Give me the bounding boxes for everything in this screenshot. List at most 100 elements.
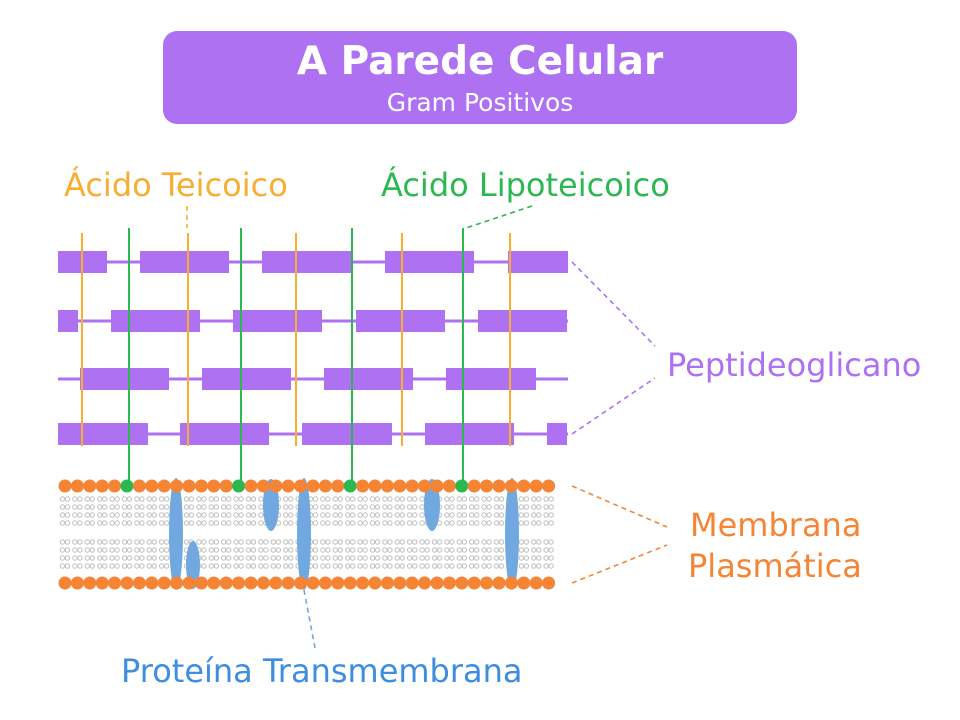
lipid-tail — [523, 504, 529, 510]
lipid-tail — [164, 512, 170, 518]
lipid-tail — [382, 539, 388, 545]
lipid-tail — [201, 547, 207, 553]
lipid-tail — [72, 520, 78, 526]
lipid-tail — [325, 563, 331, 569]
lipid-tail — [419, 512, 425, 518]
lipid-tail — [419, 563, 425, 569]
lipid-tail — [474, 555, 480, 561]
lipid-tail — [139, 504, 145, 510]
lipid-head — [504, 576, 518, 590]
lipid-tail — [196, 539, 202, 545]
lipid-tail — [59, 555, 66, 561]
lipid-tail — [288, 539, 294, 545]
lipid-tail — [531, 547, 537, 553]
lipid-tail — [362, 504, 368, 510]
lipid-head — [219, 479, 233, 493]
lipid-head — [356, 479, 370, 493]
lipid-tail — [548, 512, 554, 518]
lipid-tail — [288, 547, 294, 553]
transmembrane-proteins — [169, 478, 519, 590]
lipid-head — [455, 576, 469, 590]
lipid-tail — [245, 504, 252, 510]
lipid-tail — [444, 504, 450, 510]
lipid-head — [157, 576, 171, 590]
lipid-tail — [536, 496, 542, 502]
lipid-tail — [548, 555, 554, 561]
lipid-tail — [536, 539, 542, 545]
lipid-head — [108, 576, 122, 590]
lipid-tail — [233, 512, 239, 518]
lipid-tail — [238, 496, 244, 502]
lipid-head — [58, 576, 72, 590]
lipid-tail — [312, 563, 319, 569]
lipid-tail — [159, 547, 165, 553]
lipid-head — [331, 576, 345, 590]
lipid-tail — [374, 512, 381, 518]
lipid-tail — [486, 563, 492, 569]
lipid-tail — [548, 547, 554, 553]
lipid-tail — [449, 555, 455, 561]
lipid-tail — [312, 512, 319, 518]
lipid-tail — [64, 496, 71, 502]
lipid-tail — [221, 555, 227, 561]
lipid-head — [480, 479, 494, 493]
lipid-tail — [407, 520, 413, 526]
lipid-head — [207, 479, 221, 493]
lipid-tail — [84, 520, 91, 526]
lipid-head — [269, 479, 283, 493]
lipid-tail — [456, 512, 462, 518]
lipid-tail — [461, 520, 467, 526]
lipid-tail — [320, 563, 326, 569]
lipid-tail — [312, 555, 319, 561]
lipid-tail — [221, 520, 227, 526]
lipid-tail — [536, 563, 542, 569]
title-banner: A Parede Celular Gram Positivos — [163, 31, 797, 124]
lipid-tail — [151, 504, 158, 510]
lipid-tail — [481, 512, 487, 518]
lipid-tail — [320, 547, 326, 553]
lipid-head — [281, 479, 295, 493]
lipid-tail — [233, 539, 239, 545]
lipid-tail — [164, 504, 170, 510]
lipid-tail — [407, 496, 413, 502]
lipid-tail — [109, 504, 115, 510]
lipid-tail — [72, 555, 78, 561]
lipid-tail — [362, 512, 368, 518]
lipid-tail — [109, 563, 115, 569]
lipid-tail — [461, 539, 467, 545]
lipid-tail — [369, 547, 376, 553]
lipid-tail — [498, 539, 505, 545]
lipid-tail — [469, 512, 475, 518]
lipid-tail — [350, 504, 356, 510]
lipid-tail — [283, 563, 289, 569]
lipid-tail — [345, 547, 351, 553]
lipid-tail — [474, 539, 480, 545]
lipid-tail — [419, 520, 425, 526]
lipid-tail — [518, 504, 524, 510]
lipid-tail — [424, 563, 430, 569]
lipid-tail — [382, 512, 388, 518]
glycan-block — [446, 368, 536, 390]
lipid-head — [418, 576, 432, 590]
lipid-tail — [208, 539, 215, 545]
lipid-tail — [531, 563, 537, 569]
lipid-tail — [449, 547, 455, 553]
lipid-tail — [461, 504, 467, 510]
glycan-block — [180, 423, 269, 445]
transmembrane-protein — [169, 478, 183, 590]
lipid-tail — [263, 555, 269, 561]
lipid-tail — [469, 547, 475, 553]
lipid-tail — [469, 520, 475, 526]
lipid-tail — [374, 504, 381, 510]
label-peptidoglycan: Peptideoglicano — [667, 346, 922, 384]
lipid-tail — [382, 547, 388, 553]
lipid-tail — [139, 512, 145, 518]
lipid-head — [306, 479, 320, 493]
lipid-tail — [350, 555, 356, 561]
lipid-tail — [226, 555, 232, 561]
lipid-tail — [350, 512, 356, 518]
lipid-head — [70, 479, 84, 493]
lipid-head — [405, 479, 419, 493]
lipid-tail — [332, 563, 338, 569]
lipid-tail — [188, 496, 195, 502]
